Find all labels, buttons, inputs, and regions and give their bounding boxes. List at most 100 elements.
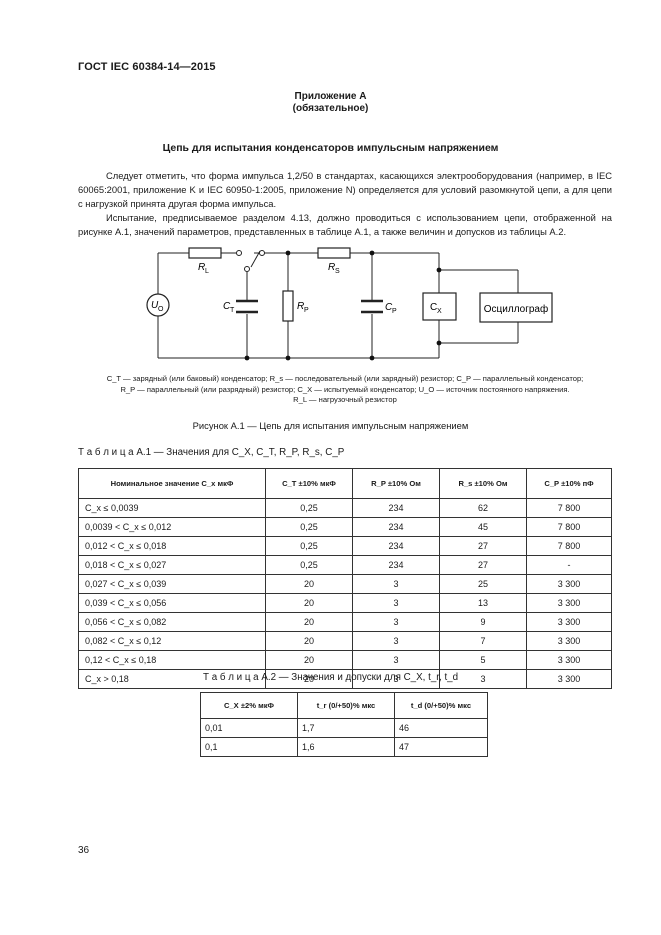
cp-label: C (385, 302, 393, 313)
table-a1: Номинальное значение C_x мкФ C_T ±10% мк… (78, 468, 612, 689)
table-cell: 9 (439, 612, 527, 632)
table-cell: 20 (265, 631, 353, 651)
table-header-row: Номинальное значение C_x мкФ C_T ±10% мк… (78, 468, 612, 499)
table-cell: 1,7 (297, 718, 395, 738)
legend-line-1: C_T — зарядный (или баковый) конденсатор… (106, 374, 584, 383)
table-cell: 3 (352, 650, 440, 670)
table-cell: 7 (439, 631, 527, 651)
section-title: Цепь для испытания конденсаторов импульс… (162, 142, 499, 154)
table-cell: 234 (352, 517, 440, 537)
table-cell: 7 800 (526, 498, 612, 518)
table-a2: C_X ±2% мкФ t_r (0/+50)% мкс t_d (0/+50)… (200, 692, 488, 757)
charging-capacitor-symbol (236, 299, 258, 314)
table-cell: 3 (352, 612, 440, 632)
table-cell: 20 (265, 669, 353, 689)
table-cell: 0,027 < C_x ≤ 0,039 (78, 574, 266, 594)
parallel-capacitor-symbol (361, 299, 383, 314)
table-cell: 0,25 (265, 555, 353, 575)
table-cell: 20 (265, 650, 353, 670)
table-cell: C_x ≤ 0,0039 (78, 498, 266, 518)
paragraph-1: Следует отметить, что форма импульса 1,2… (78, 170, 612, 209)
table1-caption: Т а б л и ц а А.1 — Значения для C_X, C_… (78, 447, 345, 458)
column-header: C_X ±2% мкФ (200, 692, 298, 719)
appendix-title: Приложение А (294, 91, 367, 102)
parallel-resistor-symbol (282, 290, 294, 322)
rs-label-sub: S (335, 268, 340, 275)
table-cell: 0,0039 < C_x ≤ 0,012 (78, 517, 266, 537)
oscilloscope-label: Осциллограф (484, 303, 548, 315)
paragraph-2: Испытание, предписываемое разделом 4.13,… (78, 212, 612, 237)
table-cell: 0,25 (265, 517, 353, 537)
rl-label-sub: L (205, 268, 209, 275)
table-cell: 3 (439, 669, 527, 689)
table-cell: 0,25 (265, 536, 353, 556)
table-cell: 0,082 < C_x ≤ 0,12 (78, 631, 266, 651)
rl-label: R (198, 262, 205, 273)
table-cell: 7 800 (526, 536, 612, 556)
table-cell: 27 (439, 536, 527, 556)
table-cell: 3 (352, 574, 440, 594)
table-cell: 62 (439, 498, 527, 518)
column-header: t_d (0/+50)% мкс (394, 692, 488, 719)
ct-label: C (223, 301, 231, 312)
document-code: ГОСТ IEC 60384-14—2015 (78, 61, 216, 73)
body-text: Следует отметить, что форма импульса 1,2… (78, 169, 612, 239)
table2-caption: Т а б л и ц а А.2 — Значения и допуски д… (203, 672, 459, 683)
table-cell: 13 (439, 593, 527, 613)
table-cell: 3 300 (526, 669, 612, 689)
table-cell: 0,018 < C_x ≤ 0,027 (78, 555, 266, 575)
figure-legend: C_T — зарядный (или баковый) конденсатор… (78, 374, 612, 406)
figure-caption: Рисунок А.1 — Цепь для испытания импульс… (192, 420, 469, 431)
table-cell: 0,01 (200, 718, 298, 738)
ct-label-sub: T (230, 307, 235, 314)
cp-label-sub: P (392, 308, 397, 315)
junction-dots (244, 250, 442, 361)
source-label-sub: O (158, 306, 164, 313)
appendix-subtitle: (обязательное) (292, 103, 369, 114)
column-header: R_P ±10% Ом (352, 468, 440, 499)
switch-contact-left (236, 250, 242, 256)
table-cell: 3 (352, 631, 440, 651)
column-header: C_T ±10% мкФ (265, 468, 353, 499)
series-resistor-symbol (317, 247, 351, 259)
column-header: Номинальное значение C_x мкФ (78, 468, 266, 499)
capacitor-under-test-box (422, 292, 457, 321)
switch-contact-bottom (244, 266, 250, 272)
legend-line-3: R_L — нагрузочный резистор (293, 395, 397, 404)
cx-label-sub: X (437, 308, 442, 315)
table-cell: 3 300 (526, 612, 612, 632)
table-cell: 234 (352, 498, 440, 518)
table-cell: 0,012 < C_x ≤ 0,018 (78, 536, 266, 556)
table-cell: 25 (439, 574, 527, 594)
table-cell: 47 (394, 737, 488, 757)
column-header: t_r (0/+50)% мкс (297, 692, 395, 719)
table-cell: 1,6 (297, 737, 395, 757)
table-cell: - (526, 555, 612, 575)
column-header: C_P ±10% пФ (526, 468, 612, 499)
table-cell: 27 (439, 555, 527, 575)
table-cell: 0,039 < C_x ≤ 0,056 (78, 593, 266, 613)
table-cell: 234 (352, 555, 440, 575)
table-cell: 3 300 (526, 593, 612, 613)
table-cell: 3 300 (526, 631, 612, 651)
switch-contact-right (259, 250, 265, 256)
rp-label: R (297, 301, 304, 312)
table-cell: 0,12 < C_x ≤ 0,18 (78, 650, 266, 670)
table-cell: C_x > 0,18 (78, 669, 266, 689)
rp-label-sub: P (304, 307, 309, 314)
oscilloscope-box (479, 292, 553, 323)
table-cell: 0,1 (200, 737, 298, 757)
